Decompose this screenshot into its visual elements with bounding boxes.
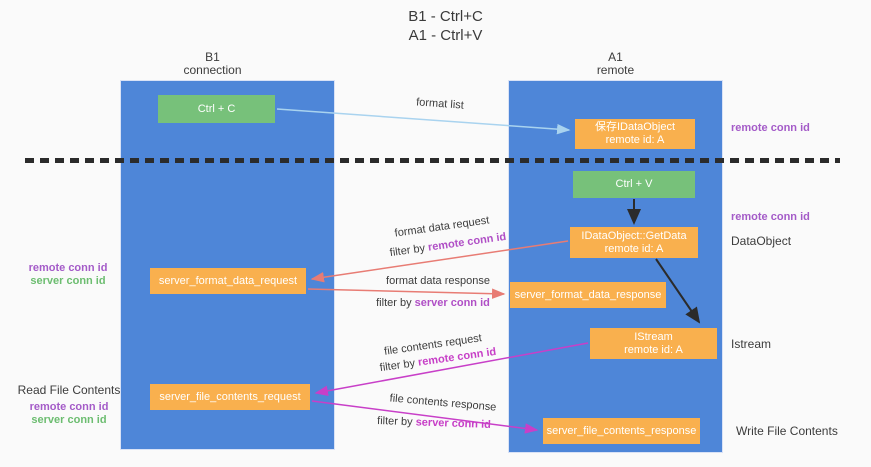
column-header-b1: B1 connection <box>105 51 320 77</box>
node-getdata-line2: remote id: A <box>604 242 664 255</box>
write-file-contents-label: Write File Contents <box>736 424 838 438</box>
label-format-list: format list <box>415 96 465 112</box>
legend-format-conn-ids: remote conn id server conn id <box>18 262 118 288</box>
node-istream-line1: IStream <box>634 330 673 343</box>
read-file-contents-label: Read File Contents <box>17 383 121 397</box>
label-file-contents-response: file contents response <box>389 392 497 414</box>
right-remote-conn-id-paste: remote conn id <box>731 211 810 223</box>
remote-conn-id-emphasis: remote conn id <box>427 230 507 254</box>
legend-file-contents: Read File Contents remote conn id server… <box>16 384 122 427</box>
node-ctrl-v: Ctrl + V <box>573 171 695 198</box>
node-ctrl-c: Ctrl + C <box>158 95 275 123</box>
node-server-format-data-response: server_format_data_response <box>510 282 666 308</box>
right-remote-conn-id-copy: remote conn id <box>731 122 810 134</box>
node-server-format-data-response-label: server_format_data_response <box>514 288 662 301</box>
node-server-file-contents-request: server_file_contents_request <box>150 384 310 410</box>
filter-by-text: filter by <box>376 415 413 429</box>
node-server-format-data-request: server_format_data_request <box>150 268 306 294</box>
copy-paste-separator-dashed-line <box>25 158 840 163</box>
column-b1-name: B1 <box>205 50 220 64</box>
left-server-conn-id-format: server conn id <box>30 275 106 287</box>
node-save-idataobject-line2: remote id: A <box>605 134 665 146</box>
left-server-conn-id-file: server conn id <box>31 414 107 426</box>
node-istream-line2: remote id: A <box>624 343 683 356</box>
filter-by-text: filter by <box>379 357 416 375</box>
left-remote-conn-id-format: remote conn id <box>28 262 108 274</box>
server-conn-id-emphasis: server conn id <box>415 416 492 431</box>
node-server-file-contents-response-label: server_file_contents_response <box>546 424 697 437</box>
filter-by-text: filter by <box>376 297 412 309</box>
node-ctrl-v-label: Ctrl + V <box>615 178 653 190</box>
filter-by-text: filter by <box>389 242 426 260</box>
node-ctrl-c-label: Ctrl + C <box>197 102 236 115</box>
format-data-response-arrow <box>307 288 506 299</box>
title-line-2: A1 - Ctrl+V <box>408 27 483 44</box>
label-filter-by-server-conn-id-file: filter by server conn id <box>374 415 494 431</box>
node-server-file-contents-request-label: server_file_contents_request <box>159 390 301 403</box>
node-save-idataobject-line1: 保存IDataObject <box>594 121 676 133</box>
label-filter-by-server-conn-id-format: filter by server conn id <box>373 297 493 309</box>
column-a1-name: A1 <box>608 50 623 64</box>
diagram-title: B1 - Ctrl+C A1 - Ctrl+V <box>20 7 871 45</box>
node-save-idataobject: 保存IDataObject remote id: A <box>575 119 695 149</box>
column-a1-subtitle: remote <box>596 63 635 77</box>
column-b1-subtitle: connection <box>183 63 242 77</box>
node-idataobject-getdata: IDataObject::GetData remote id: A <box>570 227 698 258</box>
node-istream: IStream remote id: A <box>590 328 717 359</box>
node-server-file-contents-response: server_file_contents_response <box>543 418 700 444</box>
node-getdata-line1: IDataObject::GetData <box>581 229 687 242</box>
left-remote-conn-id-file: remote conn id <box>29 401 109 413</box>
dataobject-label: DataObject <box>731 234 792 248</box>
column-header-a1: A1 remote <box>508 51 723 77</box>
title-line-1: B1 - Ctrl+C <box>408 8 483 25</box>
label-format-data-response: format data response <box>386 275 490 287</box>
server-conn-id-emphasis: server conn id <box>414 297 490 309</box>
node-server-format-data-request-label: server_format_data_request <box>158 274 298 287</box>
istream-label: Istream <box>731 337 772 351</box>
